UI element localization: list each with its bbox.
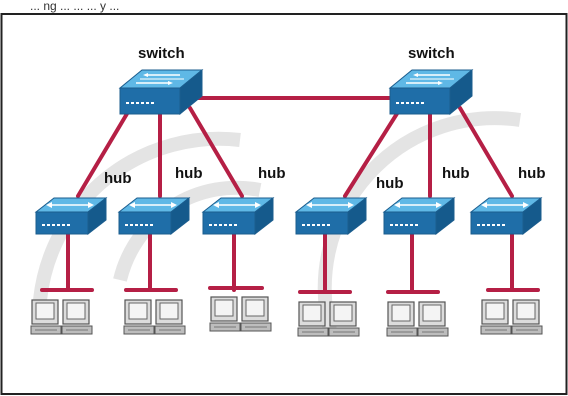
computer-icon (480, 299, 543, 335)
diagram-border (0, 13, 568, 395)
hub-label: hub (258, 165, 286, 182)
hub-label: hub (442, 165, 470, 182)
computer-icon (386, 301, 449, 337)
link-switch2-hub4 (343, 110, 400, 198)
hub-label: hub (175, 165, 203, 182)
switch-label: switch (138, 45, 185, 62)
links (40, 96, 540, 294)
computer-icon (123, 299, 186, 335)
hub-label: hub (518, 165, 546, 182)
top-caption: ... ng ... ... ... y ... (30, 0, 119, 13)
link-switch2-hub6 (458, 106, 514, 198)
link-switch1-hub3 (188, 106, 244, 198)
hub-icon (295, 197, 367, 235)
hub-label: hub (376, 175, 404, 192)
link-switch1-hub1 (76, 110, 130, 198)
computer-icon (30, 299, 93, 335)
hub-icon (118, 197, 190, 235)
computer-icon (209, 296, 272, 332)
switch-label: switch (408, 45, 455, 62)
hub-label: hub (104, 170, 132, 187)
hub-icon (202, 197, 274, 235)
hub-icon (470, 197, 542, 235)
hub-icon (35, 197, 107, 235)
hub-icon (383, 197, 455, 235)
